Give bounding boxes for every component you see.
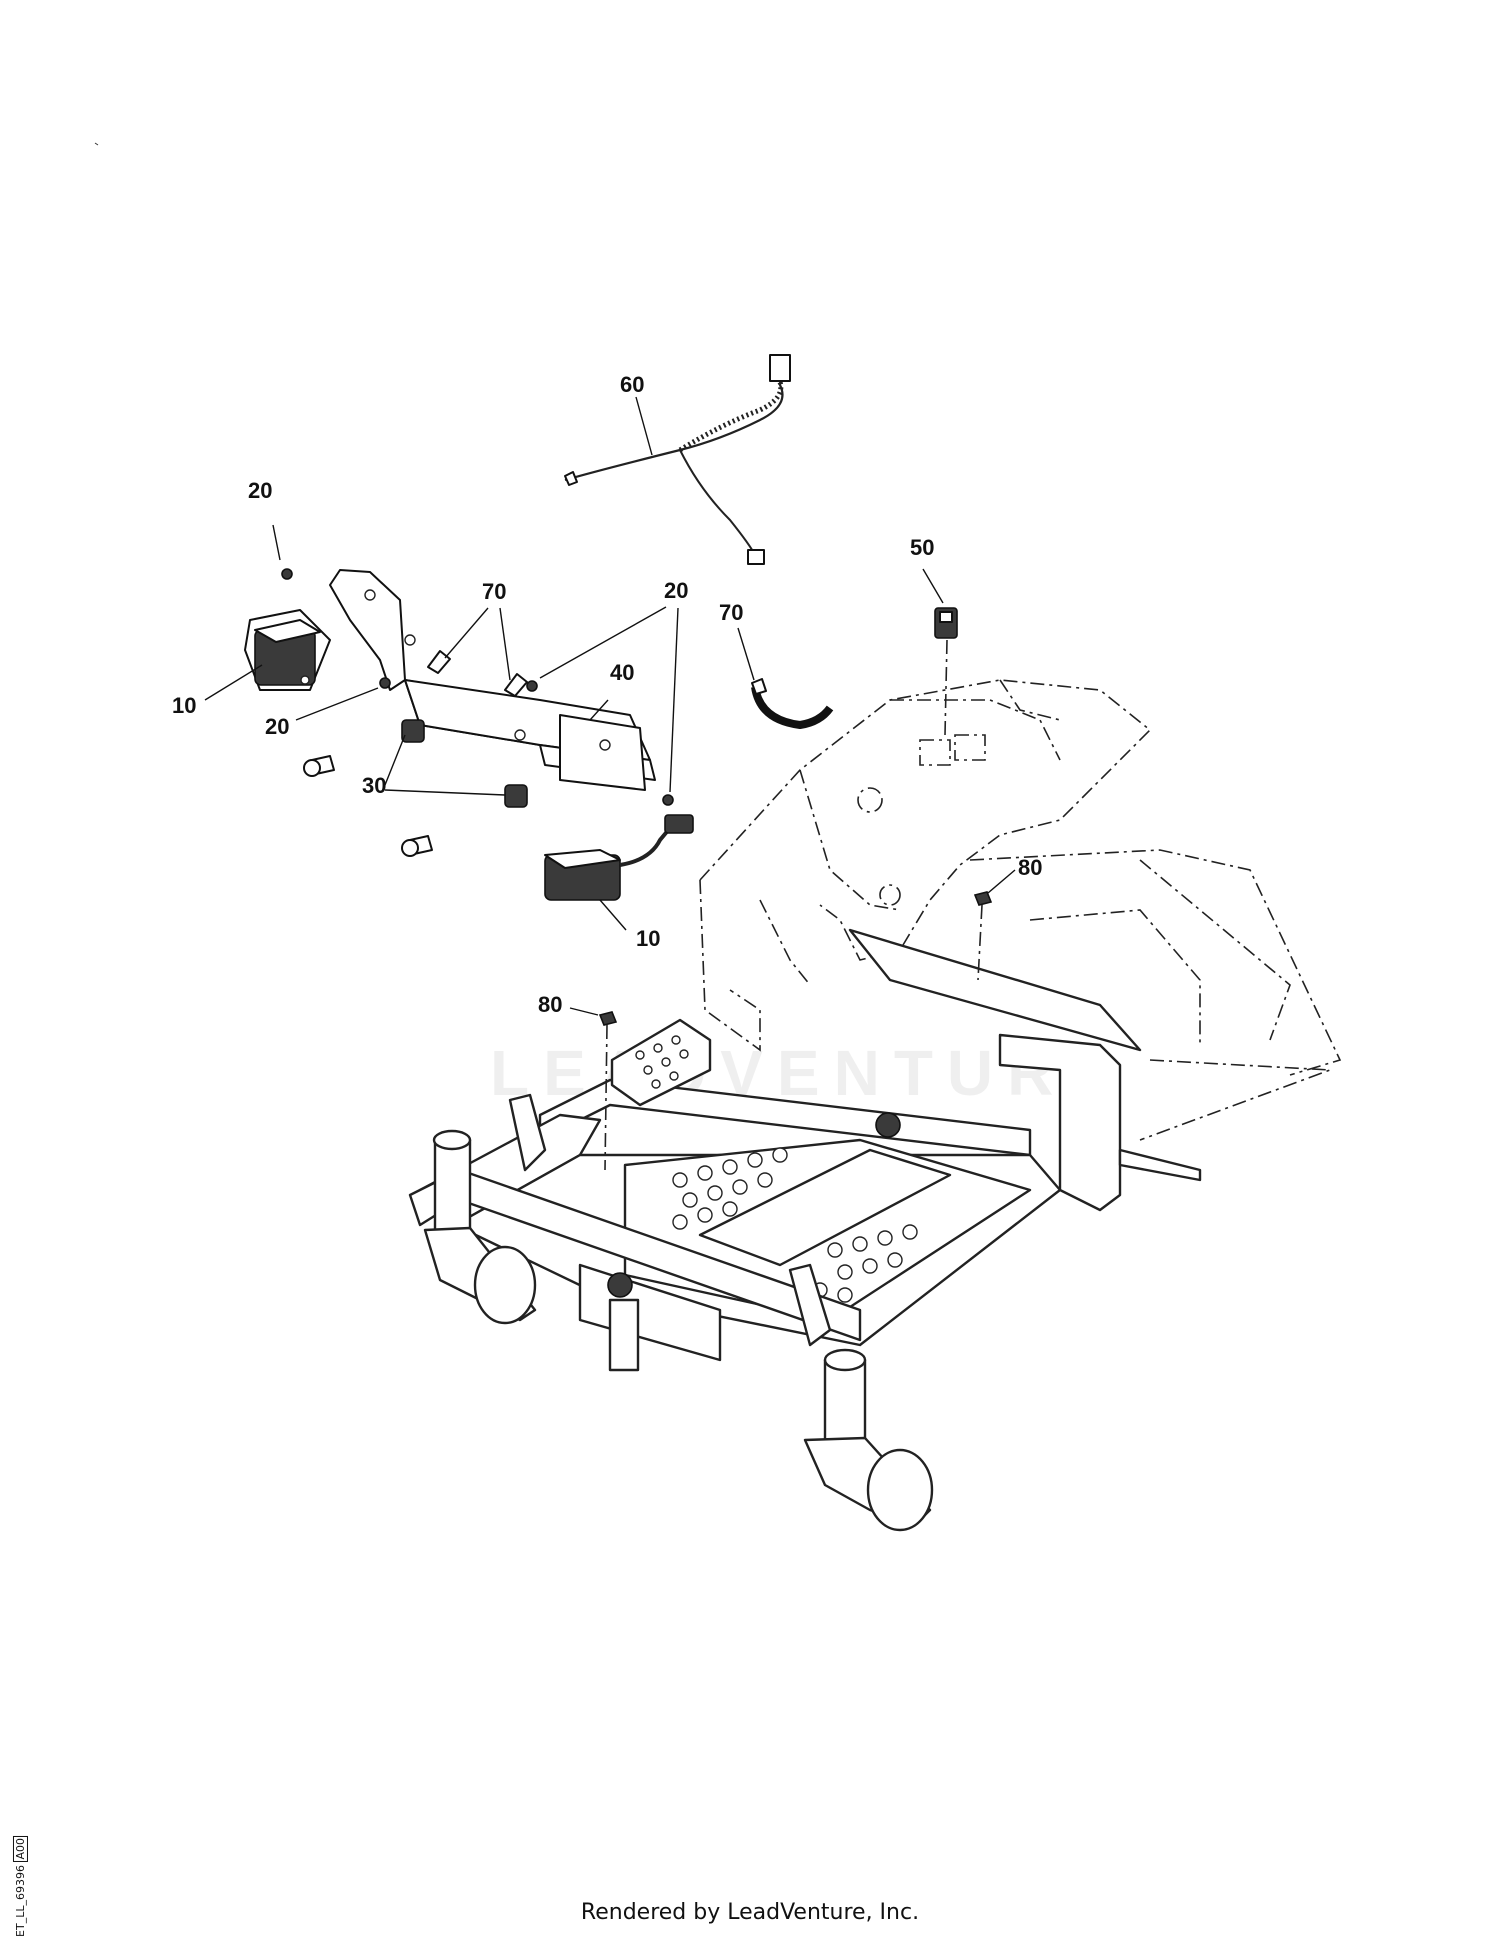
callout-60: 60 <box>620 372 644 397</box>
callout-80-right: 80 <box>1018 855 1042 880</box>
callout-50: 50 <box>910 535 934 560</box>
nut-right[interactable] <box>973 891 993 906</box>
light-switch[interactable] <box>934 607 958 639</box>
callout-10-bottom: 10 <box>636 926 660 951</box>
grommet-lower[interactable] <box>504 784 528 808</box>
front-caster-left <box>423 1129 537 1325</box>
callout-70-left: 70 <box>482 579 506 604</box>
callout-10-left: 10 <box>172 693 196 718</box>
callout-80-left: 80 <box>538 992 562 1017</box>
front-caster-right <box>803 1348 934 1532</box>
bolt-lower[interactable] <box>401 835 433 857</box>
footer-credit: Rendered by LeadVenture, Inc. <box>580 1900 920 1925</box>
screw-mid-left[interactable] <box>379 677 391 689</box>
screw-top-left[interactable] <box>281 568 293 580</box>
callout-40: 40 <box>610 660 634 685</box>
mount-bar[interactable] <box>404 679 656 791</box>
light-right[interactable] <box>544 814 694 901</box>
wire-harness[interactable] <box>564 354 791 565</box>
leader-lines <box>204 396 1016 1016</box>
callout-20-right: 20 <box>664 578 688 603</box>
bolt-upper[interactable] <box>303 755 335 777</box>
clip-upper[interactable] <box>427 650 451 674</box>
strap-clip[interactable] <box>751 678 834 729</box>
clip-lower[interactable] <box>504 673 528 697</box>
light-left[interactable] <box>244 609 331 691</box>
nut-left[interactable] <box>598 1011 618 1026</box>
callout-30: 30 <box>362 773 386 798</box>
callout-20-mid: 20 <box>265 714 289 739</box>
screw-mid-right[interactable] <box>526 680 538 692</box>
grommet-upper[interactable] <box>401 719 425 743</box>
plate-holes <box>635 1035 689 1089</box>
mower-frame <box>408 679 1342 1532</box>
screw-bar-right[interactable] <box>662 794 674 806</box>
revision-text: A00 <box>12 1836 28 1862</box>
callout-20-top: 20 <box>248 478 272 503</box>
callout-70-clip: 70 <box>719 600 743 625</box>
